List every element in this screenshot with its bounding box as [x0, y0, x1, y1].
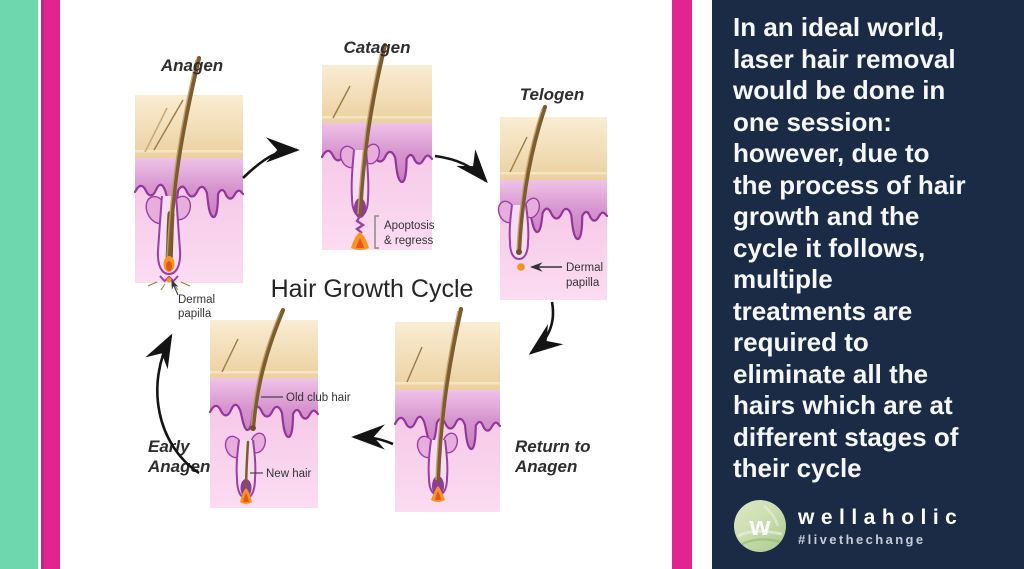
left-magenta-stripe	[41, 0, 60, 569]
telogen-dermal-papilla-caption: papilla	[566, 277, 600, 289]
surface-hair	[406, 346, 423, 383]
bracket	[374, 215, 379, 249]
arrow-early-to-anagen	[145, 333, 200, 475]
cycle-title: Hair Growth Cycle	[271, 275, 474, 303]
telogen-dermal-papilla-caption: Dermal	[566, 262, 603, 274]
surface-hair	[509, 136, 528, 173]
hair-shaft	[435, 306, 464, 483]
surface-hair	[332, 85, 351, 119]
anagen-panel: Anagen Dermal papilla	[133, 55, 245, 320]
cycle-arrows	[145, 137, 564, 475]
club-hair-shaft	[516, 104, 548, 255]
brand-name: wellaholic	[798, 505, 964, 529]
surface-hair	[153, 99, 184, 151]
left-teal-stripe	[0, 0, 38, 569]
leaf-pattern	[737, 505, 783, 546]
arrow-telogen-to-return	[528, 301, 564, 355]
return-to-anagen-label: Anagen	[514, 457, 577, 476]
arrow-catagen-to-telogen	[434, 149, 488, 184]
early-anagen-panel: Old club hair New hair Early Anagen	[147, 307, 351, 508]
right-magenta-stripe	[672, 0, 692, 569]
new-hair-caption: New hair	[266, 468, 312, 480]
anagen-label: Anagen	[160, 56, 223, 75]
apoptosis-caption: Apoptosis	[384, 220, 435, 232]
return-to-anagen-panel: Return to Anagen	[393, 306, 591, 512]
telogen-panel: Telogen Dermal papilla	[497, 85, 609, 300]
old-club-hair-shaft	[250, 307, 286, 431]
return-to-anagen-label: Return to	[515, 437, 591, 456]
anagen-dermal-papilla-caption: papilla	[178, 308, 212, 320]
anagen-dermal-papilla-caption: Dermal	[178, 294, 215, 306]
early-anagen-label: Early	[148, 437, 191, 456]
brand-tagline: #livethechange	[798, 531, 926, 547]
surface-hair	[144, 107, 168, 153]
catagen-panel: Catagen Apoptosis & regress	[320, 38, 435, 250]
new-hair-shaft	[244, 440, 250, 494]
apoptosis-caption: & regress	[384, 235, 433, 247]
panel-paragraph: In an ideal world, laser hair removal wo…	[733, 12, 966, 483]
hair-shaft	[357, 42, 388, 217]
early-anagen-label: Anagen	[147, 457, 210, 476]
text-panel: In an ideal world, laser hair removal wo…	[712, 0, 1024, 569]
hair-growth-cycle-diagram: Anagen Dermal papilla Catagen	[133, 38, 609, 512]
arrow-anagen-to-catagen	[242, 137, 300, 179]
hair-shaft	[166, 55, 202, 263]
logo-mark: w	[734, 500, 786, 552]
surface-hair	[221, 338, 239, 373]
logo-initial: w	[749, 510, 771, 541]
catagen-label: Catagen	[343, 38, 410, 57]
wellaholic-logo: w wellaholic #livethechange	[734, 500, 963, 552]
arrow-return-to-early	[351, 424, 394, 450]
telogen-label: Telogen	[520, 85, 585, 104]
old-club-hair-caption: Old club hair	[286, 392, 351, 404]
dermal-papilla-dot	[517, 263, 525, 271]
